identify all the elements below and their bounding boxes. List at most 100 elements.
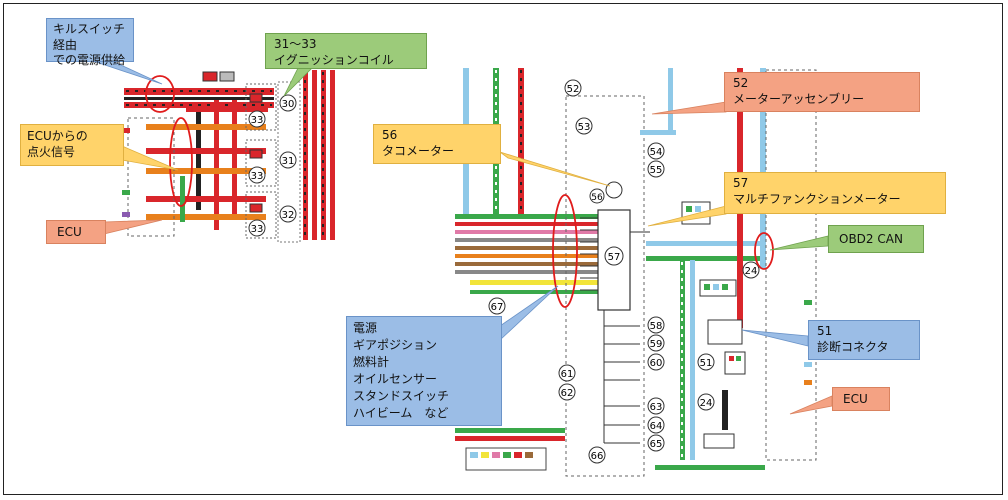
wire-orange: [146, 168, 266, 174]
wire-lightblue: [668, 68, 673, 134]
wire-pink: [455, 230, 600, 234]
num-circle: [604, 246, 624, 266]
component-number: 32: [282, 210, 295, 221]
component-number: 57: [608, 252, 621, 263]
component-number: 60: [650, 358, 663, 369]
pin: [713, 284, 719, 290]
wire-brown: [455, 246, 600, 250]
component-number: 51: [700, 358, 713, 369]
pointer: [499, 151, 611, 187]
wire-red: [186, 106, 268, 112]
plug-column: [277, 81, 301, 243]
wire-green: [655, 465, 765, 470]
wire-green: [470, 290, 600, 294]
component-number: 63: [650, 402, 663, 413]
callout-ecu-left: ECU: [46, 220, 106, 244]
pin: [122, 190, 130, 195]
num-circle: [248, 110, 266, 128]
pin: [722, 284, 728, 290]
pointer: [769, 235, 829, 251]
component-number: 65: [650, 439, 663, 450]
pin: [704, 284, 710, 290]
component-number: 64: [650, 421, 663, 432]
num-circle: [564, 79, 582, 97]
wire-red: [232, 100, 237, 220]
wire-gray: [455, 270, 600, 274]
num-circle: [279, 205, 297, 223]
wire-lightblue: [640, 130, 676, 135]
num-circle: [279, 94, 297, 112]
component-number: 24: [700, 398, 713, 409]
num-circle: [647, 334, 665, 352]
wire-orange: [146, 124, 266, 130]
pin: [122, 128, 130, 133]
num-circle: [647, 160, 665, 178]
wire-lightblue: [646, 241, 766, 246]
callout-ecu-right: ECU: [832, 387, 890, 411]
pointer: [499, 285, 559, 341]
num-circle: [558, 364, 576, 382]
num-circle: [279, 151, 297, 169]
wire-gray: [455, 238, 600, 242]
wire-green: [455, 428, 565, 433]
wire-red: [330, 70, 335, 240]
wire-red: [455, 222, 600, 226]
pin: [514, 452, 522, 458]
wire-red: [455, 436, 565, 441]
wire-yellow: [470, 280, 600, 285]
highlight-key-switch: [145, 75, 175, 113]
num-circle: [558, 383, 576, 401]
connector: [202, 71, 218, 82]
highlight-meter-inputs: [552, 194, 578, 308]
num-circle: [589, 188, 605, 204]
pin: [804, 362, 812, 367]
ignition-circuit: 33 33 33 30 31 32: [122, 70, 335, 243]
wire-black: [124, 97, 274, 100]
wire-lightblue: [690, 260, 695, 460]
connector-block: [703, 433, 735, 449]
component-number: 56: [591, 193, 603, 203]
pointer: [789, 395, 833, 415]
num-circle: [647, 316, 665, 334]
num-circle: [647, 397, 665, 415]
component-number: 55: [650, 165, 663, 176]
coil-box-1: [245, 83, 277, 131]
num-circle: [575, 117, 593, 135]
ecu-box: [127, 117, 175, 237]
component-number: 52: [567, 84, 580, 95]
wire-green: [455, 214, 600, 219]
num-circle: [647, 434, 665, 452]
num-circle: [588, 446, 606, 464]
num-circle: [647, 416, 665, 434]
num-circle: [647, 353, 665, 371]
callout-ecu-ignition-signal: ECUからの 点火信号: [20, 124, 124, 166]
wire-black: [722, 390, 728, 430]
ecu-right-box: [765, 69, 817, 461]
component-number: 53: [578, 122, 591, 133]
callout-obd2-can: OBD2 CAN: [828, 225, 924, 253]
component-number: 67: [491, 302, 504, 313]
pointer: [741, 329, 809, 347]
num-circle: [697, 393, 715, 411]
callout-multifunction-meter: 57 マルチファンクションメーター: [724, 172, 946, 214]
connector: [249, 203, 263, 213]
pointer: [651, 101, 727, 115]
component-number: 61: [561, 369, 574, 380]
pin: [525, 452, 533, 458]
num-circle: [647, 142, 665, 160]
wire-red: [146, 196, 266, 202]
pin: [695, 206, 701, 212]
pin: [729, 356, 734, 361]
wire-black: [196, 110, 201, 210]
pin: [481, 452, 489, 458]
pointer: [103, 219, 163, 235]
coil-box-2: [245, 139, 277, 187]
component-number: 33: [251, 224, 264, 235]
highlight-can: [754, 232, 774, 270]
component-number: 54: [650, 147, 663, 158]
wire-red: [312, 70, 317, 240]
connector: [219, 71, 235, 82]
wire-brown: [455, 262, 600, 266]
callout-diag-connector: 51 診断コネクタ: [808, 320, 920, 360]
tacho-circle: [605, 181, 623, 199]
